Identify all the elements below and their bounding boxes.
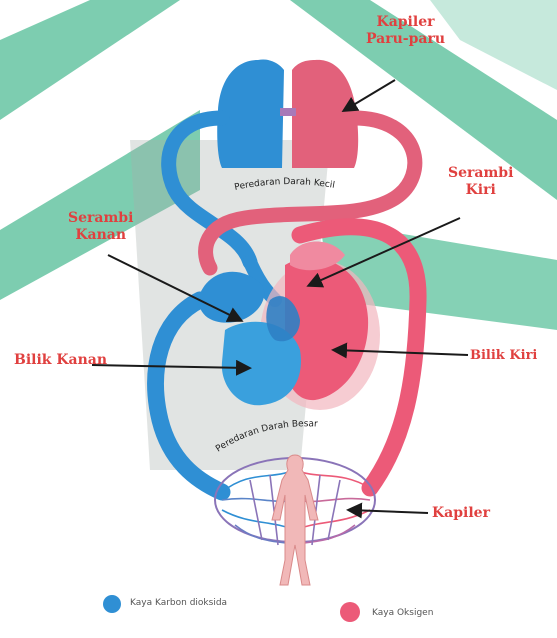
- trachea: [280, 108, 296, 116]
- legend-blue-dot: [103, 595, 121, 613]
- label-serambi-kiri: Serambi Kiri: [448, 165, 513, 199]
- label-serambi-kanan-line2: Kanan: [68, 227, 133, 244]
- legend-red-label: Kaya Oksigen: [372, 608, 433, 618]
- label-bilik-kanan: Bilik Kanan: [14, 352, 107, 369]
- label-serambi-kanan: Serambi Kanan: [68, 210, 133, 244]
- label-kapiler-paru-line1: Kapiler: [366, 14, 445, 31]
- label-serambi-kanan-line1: Serambi: [68, 210, 133, 227]
- label-kapiler-paru-line2: Paru-paru: [366, 31, 445, 48]
- label-bilik-kiri: Bilik Kiri: [470, 347, 537, 364]
- legend-red-dot: [340, 602, 360, 622]
- label-kapiler-paru: Kapiler Paru-paru: [366, 14, 445, 48]
- label-serambi-kiri-line2: Kiri: [448, 182, 513, 199]
- leader-kapiler: [350, 510, 428, 513]
- label-serambi-kiri-line1: Serambi: [448, 165, 513, 182]
- legend-blue-label: Kaya Karbon dioksida: [130, 598, 227, 608]
- label-kapiler: Kapiler: [432, 505, 490, 522]
